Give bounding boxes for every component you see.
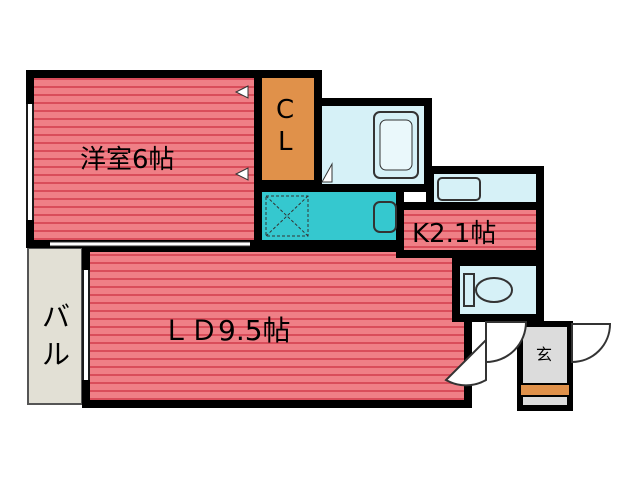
balcony xyxy=(27,247,83,405)
door-swing-hall xyxy=(444,337,487,387)
entrance-label: 玄 xyxy=(536,345,552,364)
closet-door-mark-bottom xyxy=(234,167,249,181)
door-swing-entrance xyxy=(571,323,612,364)
kitchen-sink xyxy=(437,177,481,201)
closet-label-1: C xyxy=(276,95,294,125)
shoe-box xyxy=(519,383,571,397)
bathtub-inner xyxy=(379,119,413,171)
balcony-label-1: バ xyxy=(42,300,70,333)
wash-basin xyxy=(373,201,397,233)
living-dining-label: ＬＤ9.5帖 xyxy=(162,314,291,347)
washing-machine-space xyxy=(265,195,309,237)
western-room-label: 洋室6帖 xyxy=(80,145,175,175)
closet-label-2: L xyxy=(278,127,293,157)
kitchen-label: K2.1帖 xyxy=(412,219,496,249)
toilet-bowl xyxy=(475,277,513,303)
toilet-tank xyxy=(463,273,475,307)
closet-door-mark-top xyxy=(234,85,249,99)
balcony-label-2: ル xyxy=(42,338,70,371)
door-swing-toilet xyxy=(485,321,528,364)
door-swing-bath xyxy=(321,162,333,183)
